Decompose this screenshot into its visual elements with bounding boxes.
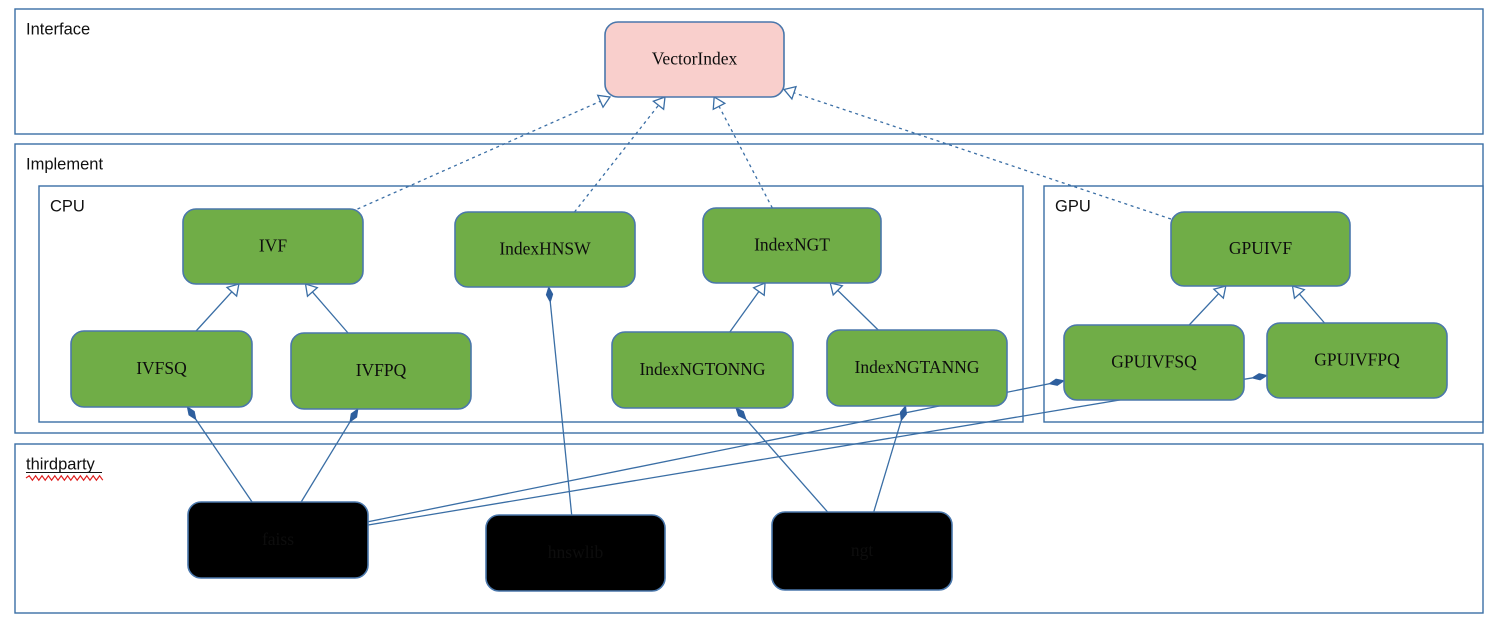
node-box-hnswlib[interactable]: [485, 514, 666, 592]
edge-ivfpq-to-ivf: [304, 283, 349, 334]
edge-faiss-to-ivfsq: [186, 405, 253, 503]
node-vectorindex[interactable]: VectorIndex: [604, 21, 785, 98]
node-label-gpuivf: GPUIVF: [1229, 238, 1292, 258]
spellcheck-squiggle: [25, 474, 104, 482]
inheritance-triangle-arrowhead: [304, 283, 319, 298]
inheritance-triangle-arrowhead: [829, 282, 844, 297]
edge-line: [573, 104, 660, 213]
node-gpuivf[interactable]: GPUIVF: [1170, 211, 1351, 287]
edge-line: [745, 418, 829, 513]
inheritance-triangle-arrowhead: [782, 85, 798, 101]
edge-hnswlib-to-indexhnsw: [545, 285, 573, 516]
edge-ngt-to-indexngtanng: [873, 404, 907, 513]
inheritance-triangle-arrowhead: [1212, 285, 1227, 300]
node-box-ivfpq[interactable]: [290, 332, 472, 410]
node-indexngtonng[interactable]: IndexNGTONNG: [611, 331, 794, 409]
inheritance-triangle-arrowhead: [1291, 285, 1306, 300]
node-label-indexngtanng: IndexNGTANNG: [855, 357, 980, 377]
edge-line: [549, 301, 573, 516]
group-label-interface: Interface: [26, 20, 90, 38]
inheritance-triangle-arrowhead: [652, 96, 666, 111]
node-box-gpuivfsq[interactable]: [1063, 324, 1245, 401]
node-box-ivf[interactable]: [182, 208, 364, 285]
group-label-gpu: GPU: [1055, 197, 1091, 215]
edge-line: [367, 377, 1253, 526]
node-label-vectorindex: VectorIndex: [652, 49, 738, 69]
edge-ivfsq-to-ivf: [195, 283, 240, 332]
composition-diamond-arrowhead: [1048, 378, 1066, 386]
node-gpuivfpq[interactable]: GPUIVFPQ: [1266, 322, 1448, 399]
edge-line: [793, 92, 1172, 220]
inheritance-triangle-arrowhead: [225, 283, 240, 298]
node-label-indexngtonng: IndexNGTONNG: [639, 359, 765, 379]
group-label-cpu: CPU: [50, 197, 85, 215]
node-indexhnsw[interactable]: IndexHNSW: [454, 211, 636, 288]
node-ivf[interactable]: IVF: [182, 208, 364, 285]
edge-faiss-to-ivfpq: [300, 407, 359, 503]
node-ivfsq[interactable]: IVFSQ: [70, 330, 253, 408]
node-gpuivfsq[interactable]: GPUIVFSQ: [1063, 324, 1245, 401]
node-box-ngt[interactable]: [771, 511, 953, 591]
inheritance-triangle-arrowhead: [712, 95, 727, 111]
inheritance-triangle-arrowhead: [596, 94, 612, 109]
node-label-hnswlib: hnswlib: [548, 542, 604, 562]
node-indexngtanng[interactable]: IndexNGTANNG: [826, 329, 1008, 407]
node-indexngt[interactable]: IndexNGT: [702, 207, 882, 284]
edge-gpuivfsq-to-gpuivf: [1188, 285, 1227, 326]
node-hnswlib[interactable]: hnswlib: [485, 514, 666, 592]
edge-line: [1298, 293, 1326, 324]
node-label-indexngt: IndexNGT: [754, 235, 830, 255]
edge-gpuivf-to-vectorindex: [782, 85, 1172, 220]
group-label-implement: Implement: [26, 155, 103, 173]
edge-faiss-to-gpuivfpq: [367, 373, 1269, 526]
composition-diamond-arrowhead: [186, 405, 197, 421]
node-label-gpuivfpq: GPUIVFPQ: [1314, 350, 1400, 370]
node-box-ivfsq[interactable]: [70, 330, 253, 408]
edge-line: [1188, 293, 1220, 326]
edge-gpuivfpq-to-gpuivf: [1291, 285, 1326, 324]
node-label-gpuivfsq: GPUIVFSQ: [1111, 352, 1197, 372]
node-box-faiss[interactable]: [187, 501, 369, 579]
node-box-vectorindex[interactable]: [604, 21, 785, 98]
edge-line: [195, 291, 233, 332]
edge-line: [300, 421, 351, 503]
edge-ivf-to-vectorindex: [357, 94, 612, 210]
composition-diamond-arrowhead: [735, 407, 747, 421]
node-box-indexhnsw[interactable]: [454, 211, 636, 288]
edge-indexngtonng-to-indexngt: [729, 281, 766, 333]
node-ngt[interactable]: ngt: [771, 511, 953, 591]
edge-line: [837, 289, 879, 331]
edge-indexhnsw-to-vectorindex: [573, 96, 666, 213]
edge-line: [357, 100, 601, 210]
node-box-gpuivfpq[interactable]: [1266, 322, 1448, 399]
composition-diamond-arrowhead: [349, 407, 359, 423]
node-box-indexngtonng[interactable]: [611, 331, 794, 409]
node-label-faiss: faiss: [262, 529, 294, 549]
node-label-indexhnsw: IndexHNSW: [499, 239, 591, 259]
edge-line: [311, 291, 349, 334]
edge-line: [195, 419, 253, 503]
node-box-indexngt[interactable]: [702, 207, 882, 284]
node-faiss[interactable]: faiss: [187, 501, 369, 579]
composition-diamond-arrowhead: [1250, 373, 1269, 381]
edge-indexngtanng-to-indexngt: [829, 282, 879, 331]
edge-line: [729, 291, 760, 333]
group-label-thirdparty: thirdparty: [26, 455, 96, 473]
composition-diamond-arrowhead: [545, 285, 554, 304]
node-box-indexngtanng[interactable]: [826, 329, 1008, 407]
node-label-ngt: ngt: [851, 540, 874, 560]
edge-ngt-to-indexngtonng: [735, 407, 829, 513]
node-label-ivfpq: IVFPQ: [356, 360, 407, 380]
node-ivfpq[interactable]: IVFPQ: [290, 332, 472, 410]
composition-diamond-arrowhead: [899, 404, 907, 422]
edge-indexngt-to-vectorindex: [712, 95, 773, 209]
edge-line: [873, 420, 902, 513]
node-label-ivf: IVF: [259, 236, 287, 256]
node-box-gpuivf[interactable]: [1170, 211, 1351, 287]
node-label-ivfsq: IVFSQ: [136, 358, 187, 378]
inheritance-triangle-arrowhead: [752, 281, 766, 297]
